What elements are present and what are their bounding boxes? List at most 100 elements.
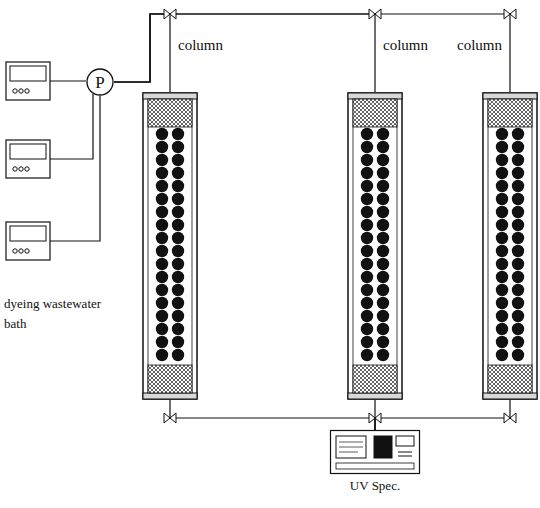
- adsorbent-bead: [512, 128, 524, 140]
- adsorbent-bead: [172, 349, 184, 361]
- adsorbent-bead: [377, 245, 389, 257]
- node-outline: [482, 92, 538, 400]
- adsorbent-bead: [156, 141, 168, 153]
- adsorbent-bead: [156, 349, 168, 361]
- bath-button: [19, 167, 23, 171]
- adsorbent-bead: [496, 206, 508, 218]
- bath-button: [25, 249, 29, 253]
- adsorbent-bead: [361, 154, 373, 166]
- adsorbent-bead: [156, 128, 168, 140]
- adsorbent-bead: [172, 154, 184, 166]
- pump-outline: [87, 69, 113, 95]
- adsorbent-bead: [361, 297, 373, 309]
- pipe-connector: [375, 400, 510, 430]
- adsorbent-bead: [377, 271, 389, 283]
- bath-label: dyeing wastewater bath: [4, 294, 104, 333]
- packing-mesh: [148, 365, 192, 393]
- column-label: column: [457, 36, 502, 54]
- adsorbent-bead: [377, 180, 389, 192]
- bath-unit: [6, 140, 50, 178]
- column-cap: [483, 93, 537, 99]
- valve-symbol: [504, 413, 516, 423]
- column-cap: [483, 393, 537, 399]
- column-label: column: [178, 36, 223, 54]
- bath-button: [19, 249, 23, 253]
- adsorbent-bead: [512, 154, 524, 166]
- adsorbent-bead: [361, 206, 373, 218]
- adsorbent-bead: [512, 310, 524, 322]
- adsorbent-bead: [496, 297, 508, 309]
- adsorption-column: column: [482, 92, 538, 400]
- adsorbent-bead: [361, 336, 373, 348]
- adsorbent-bead: [156, 258, 168, 270]
- adsorbent-bead: [361, 323, 373, 335]
- adsorbent-bead: [512, 167, 524, 179]
- adsorbent-bead: [512, 271, 524, 283]
- adsorbent-bead: [156, 284, 168, 296]
- valve-symbol: [369, 413, 381, 423]
- pipe-connector: [114, 14, 375, 92]
- column-body: [143, 93, 197, 399]
- adsorbent-bead: [512, 336, 524, 348]
- packing-mesh: [353, 365, 397, 393]
- adsorbent-bead: [377, 219, 389, 231]
- adsorbent-bead: [156, 219, 168, 231]
- adsorbent-bead: [361, 141, 373, 153]
- adsorbent-bead: [172, 323, 184, 335]
- adsorbent-bead: [156, 193, 168, 205]
- column-cap: [143, 393, 197, 399]
- adsorbent-bead: [172, 310, 184, 322]
- bath-display: [10, 66, 46, 81]
- bath-box: [6, 222, 50, 260]
- adsorbent-bead: [512, 232, 524, 244]
- adsorbent-bead: [512, 180, 524, 192]
- adsorbent-bead: [156, 245, 168, 257]
- adsorbent-bead: [512, 258, 524, 270]
- adsorbent-bead: [496, 271, 508, 283]
- pump-circle: P: [86, 68, 114, 96]
- adsorbent-bead: [361, 258, 373, 270]
- adsorbent-bead: [377, 154, 389, 166]
- adsorbent-bead: [172, 284, 184, 296]
- adsorbent-bead: [512, 284, 524, 296]
- adsorbent-bead: [512, 349, 524, 361]
- column-label: column: [383, 36, 428, 54]
- adsorbent-bead: [172, 245, 184, 257]
- adsorbent-bead: [172, 180, 184, 192]
- bath-display: [10, 144, 46, 159]
- feed-pipe: [50, 96, 100, 241]
- instrument-panel: [396, 436, 414, 446]
- bath-button: [13, 249, 17, 253]
- adsorbent-bead: [377, 349, 389, 361]
- bath-unit: [6, 222, 50, 260]
- column-wall: [353, 99, 397, 393]
- column-wall: [488, 99, 532, 393]
- adsorbent-bead: [377, 232, 389, 244]
- bath-button: [19, 89, 23, 93]
- column-body: [483, 93, 537, 399]
- packing-mesh: [488, 99, 532, 127]
- pump-label: P: [95, 74, 104, 91]
- feed-pipe: [50, 80, 86, 81]
- adsorbent-bead: [156, 154, 168, 166]
- adsorbent-bead: [361, 349, 373, 361]
- adsorbent-bead: [361, 193, 373, 205]
- pipe-connector: [114, 14, 170, 92]
- adsorbent-bead: [156, 310, 168, 322]
- bath-box: [6, 140, 50, 178]
- bath-button: [25, 89, 29, 93]
- adsorbent-bead: [496, 141, 508, 153]
- adsorbent-bead: [172, 271, 184, 283]
- feed-pipe: [50, 94, 93, 159]
- valve-symbol: [369, 9, 381, 19]
- bath-button: [25, 167, 29, 171]
- adsorbent-bead: [377, 310, 389, 322]
- packing-mesh: [353, 99, 397, 127]
- adsorbent-bead: [361, 180, 373, 192]
- adsorbent-bead: [361, 167, 373, 179]
- adsorbent-bead: [496, 336, 508, 348]
- column-cap: [348, 93, 402, 99]
- instrument-screen: [336, 436, 366, 458]
- adsorbent-bead: [512, 245, 524, 257]
